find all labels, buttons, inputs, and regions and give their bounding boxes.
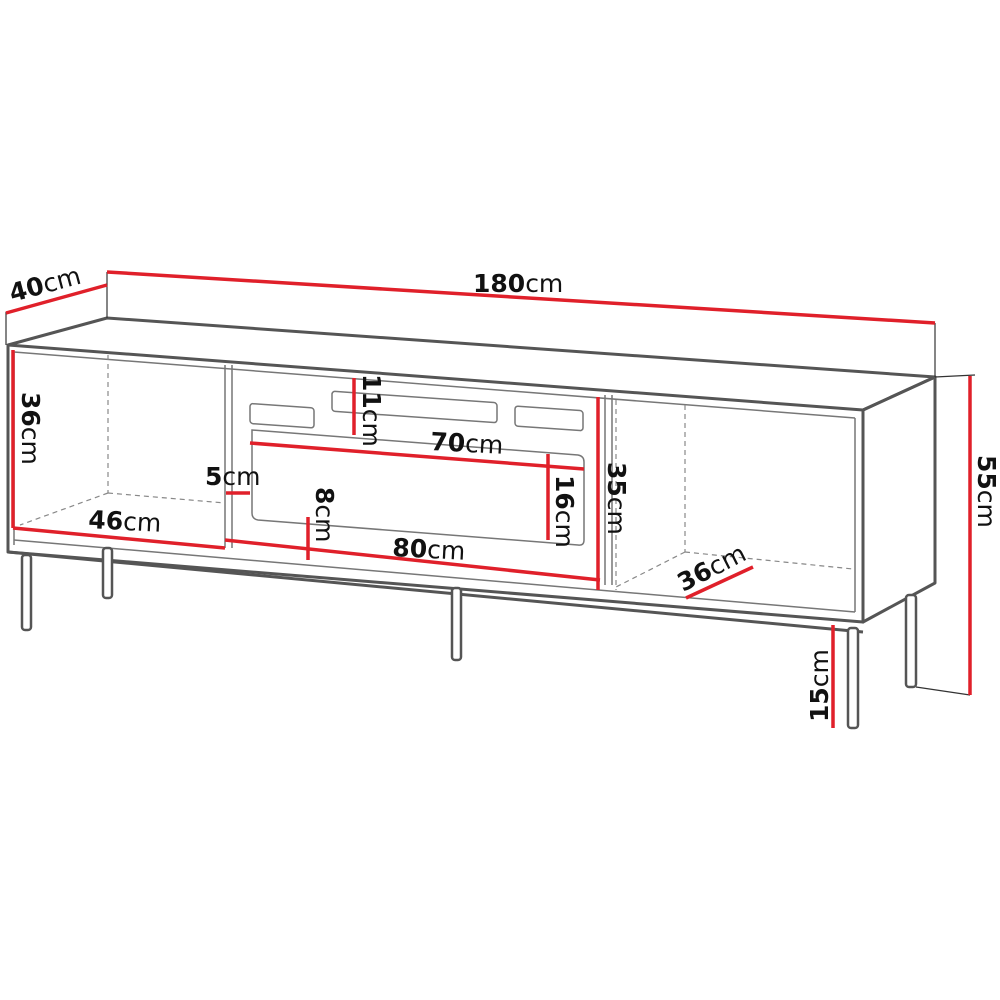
label-right-niche-depth: 36cm: [673, 538, 751, 597]
extension-lines: [5, 272, 976, 696]
label-cutout-width: 70cm: [430, 427, 504, 460]
cabinet-legs: [20, 546, 918, 730]
left-niche: [19, 355, 226, 548]
label-left-niche-height: 36cm: [16, 392, 45, 465]
label-cutout-height: 16cm: [550, 475, 579, 548]
label-width: 180cm: [473, 269, 563, 298]
label-cutout-top-offset: 11cm: [357, 374, 386, 447]
label-left-niche-width: 46cm: [88, 505, 162, 538]
label-center-height: 35cm: [602, 462, 631, 535]
right-niche: [615, 400, 854, 590]
label-cutout-side-offset: 5cm: [205, 462, 261, 491]
label-center-width: 80cm: [392, 533, 466, 566]
dimension-lines: [5, 270, 972, 728]
cabinet-outline: [6, 316, 937, 634]
center-compartment: [231, 365, 613, 585]
label-cutout-bottom-offset: 8cm: [310, 487, 339, 543]
label-total-height: 55cm: [972, 455, 1000, 528]
label-leg-height: 15cm: [805, 649, 834, 722]
